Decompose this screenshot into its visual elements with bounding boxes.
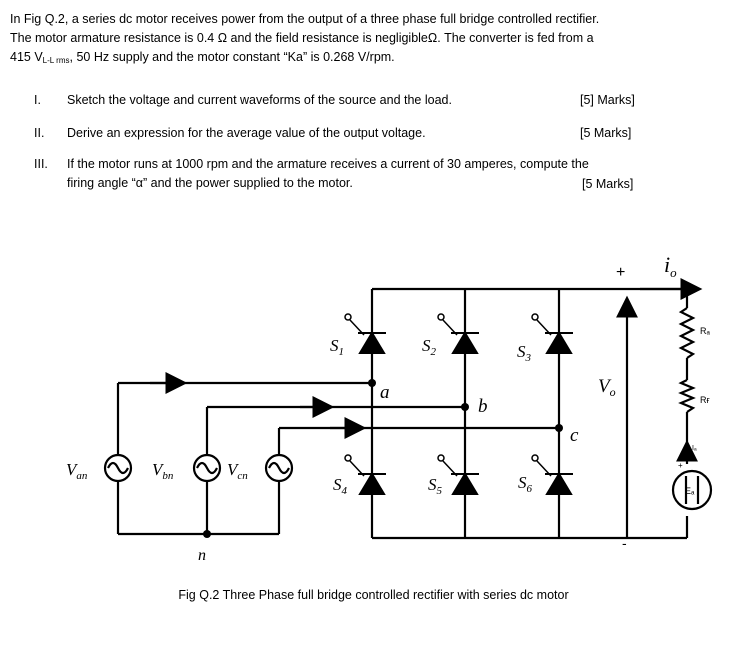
node-b-label: b: [478, 396, 488, 417]
question-2-number: II.: [34, 126, 45, 140]
label-s3: S3: [517, 342, 532, 364]
motor-plus-sign: +: [678, 461, 683, 470]
node-a-label: a: [380, 382, 390, 403]
question-3-number: III.: [34, 157, 48, 171]
label-rf: Rғ: [700, 395, 710, 405]
output-plus-sign: +: [616, 264, 625, 281]
question-2-marks: [5 Marks]: [580, 126, 632, 140]
label-s6: S6: [518, 473, 533, 495]
question-3-marks: [5 Marks]: [582, 177, 634, 191]
output-minus-sign: -: [622, 535, 627, 551]
node-n-label: n: [198, 547, 206, 564]
label-s1: S1: [330, 336, 344, 358]
intro-line-3: 415 VL-L rms, 50 Hz supply and the motor…: [10, 50, 395, 65]
question-1-text: Sketch the voltage and current waveforms…: [67, 93, 452, 107]
label-s2: S2: [422, 336, 437, 358]
problem-intro: In Fig Q.2, a series dc motor receives p…: [10, 10, 740, 70]
label-vo: Vo: [598, 376, 616, 399]
figure-caption: Fig Q.2 Three Phase full bridge controll…: [178, 588, 569, 602]
question-2-text: Derive an expression for the average val…: [67, 126, 426, 140]
label-vcn: Vcn: [227, 460, 248, 482]
label-io: io: [664, 252, 677, 280]
node-c-label: c: [570, 425, 579, 446]
label-van: Van: [66, 460, 88, 482]
intro-line-2: The motor armature resistance is 0.4 Ω a…: [10, 31, 594, 45]
question-3-text-line-2: firing angle “α” and the power supplied …: [67, 176, 353, 190]
label-vbn: Vbn: [152, 460, 174, 482]
intro-line-1: In Fig Q.2, a series dc motor receives p…: [10, 12, 600, 26]
question-3-text-line-1: If the motor runs at 1000 rpm and the ar…: [67, 157, 589, 171]
label-ea: Eₐ: [685, 486, 695, 496]
label-ia: Iₐ: [692, 445, 697, 452]
question-1-marks: [5] Marks]: [580, 93, 635, 107]
label-ra: Rₐ: [700, 326, 710, 336]
question-1-number: I.: [34, 93, 41, 107]
label-s4: S4: [333, 475, 348, 497]
label-s5: S5: [428, 475, 443, 497]
